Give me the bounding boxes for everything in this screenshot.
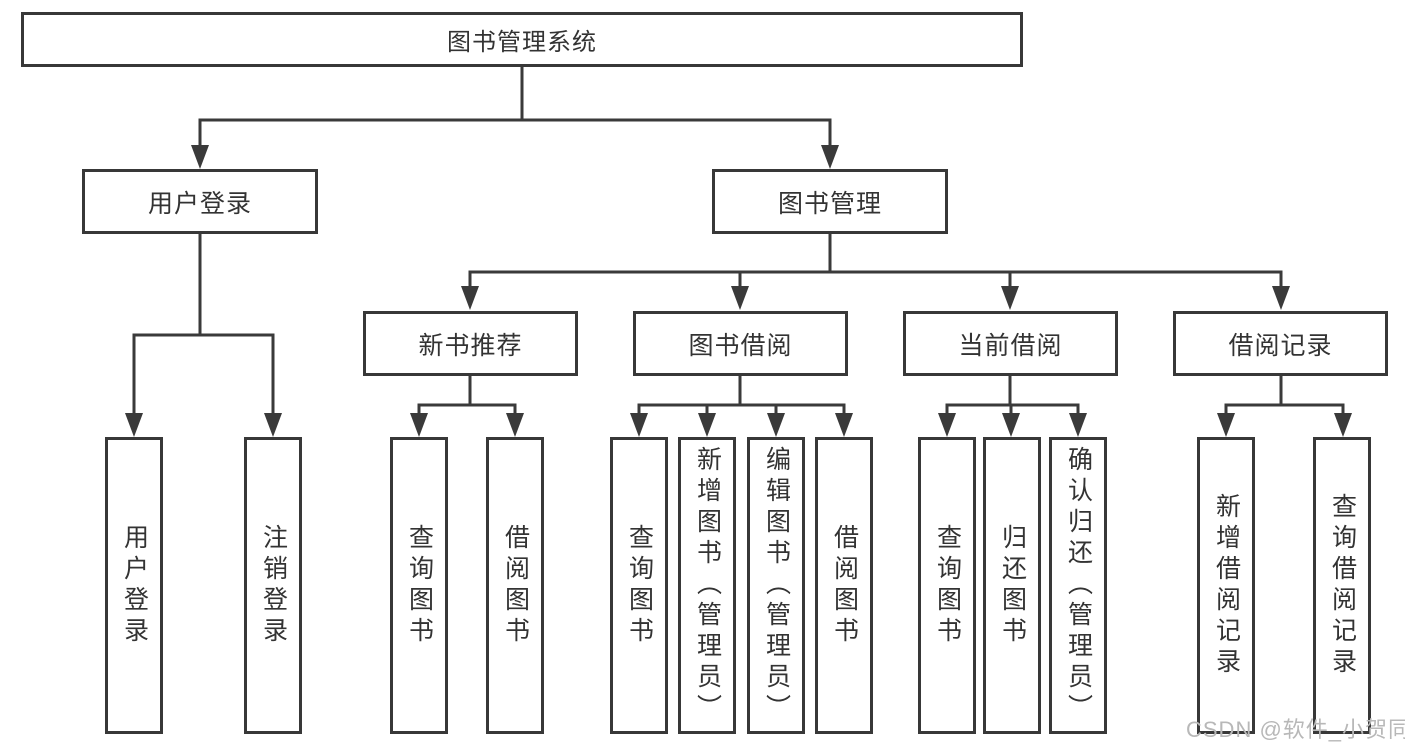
connector-root-to-level2 — [191, 65, 839, 169]
node-label: 借阅图书 — [501, 523, 530, 648]
arrowhead-borrowing-records — [1272, 286, 1290, 310]
node-label: 借阅图书 — [830, 523, 859, 648]
arrowhead-book-borrowing — [731, 286, 749, 310]
node-label: 新书推荐 — [418, 331, 523, 360]
node-label: 当前借阅 — [958, 331, 1063, 360]
node-borrow-books-recommend: 借阅图书 — [486, 437, 544, 734]
node-label: 查询图书 — [933, 523, 962, 648]
connector-path — [945, 374, 1080, 416]
node-add-book-admin: 新增图书（管理员） — [678, 437, 736, 734]
node-label: 查询借阅记录 — [1328, 492, 1357, 679]
node-confirm-return-admin: 确认归还（管理员） — [1049, 437, 1107, 734]
csdn-watermark: CSDN @软件_小贺同学 — [1186, 717, 1405, 742]
node-label: 查询图书 — [625, 523, 654, 648]
arrowhead-rec-borrow — [506, 413, 524, 437]
node-new-book-recommend: 新书推荐 — [363, 311, 578, 376]
node-current-borrowing: 当前借阅 — [903, 311, 1118, 376]
node-label: 用户登录 — [147, 189, 252, 218]
connector-login-to-leaves — [125, 232, 282, 437]
node-query-books-recommend: 查询图书 — [390, 437, 448, 734]
node-label: 归还图书 — [998, 523, 1027, 648]
node-query-books-current: 查询图书 — [918, 437, 976, 734]
node-book-management: 图书管理 — [712, 169, 948, 234]
node-user-login-leaf: 用户登录 — [105, 437, 163, 734]
node-borrow-books-borrowing: 借阅图书 — [815, 437, 873, 734]
connector-mgmt-to-level3 — [461, 232, 1290, 310]
node-edit-book-admin: 编辑图书（管理员） — [747, 437, 805, 734]
connector-recommend-to-leaves — [410, 374, 524, 437]
connector-records-to-leaves — [1217, 374, 1352, 437]
arrowhead-cur-return — [1002, 413, 1020, 437]
connector-path — [468, 232, 1283, 289]
node-book-borrowing: 图书借阅 — [633, 311, 848, 376]
node-logout-leaf: 注销登录 — [244, 437, 302, 734]
node-label: 新增图书（管理员） — [693, 446, 722, 725]
node-label: 注销登录 — [259, 523, 288, 648]
connector-borrowing-to-leaves — [630, 374, 853, 437]
node-label: 借阅记录 — [1228, 331, 1333, 360]
connector-path — [132, 232, 275, 416]
node-borrowing-records: 借阅记录 — [1173, 311, 1388, 376]
arrowhead-user-login-branch — [191, 145, 209, 169]
arrowhead-recd-add — [1217, 413, 1235, 437]
node-label: 新增借阅记录 — [1212, 492, 1241, 679]
arrowhead-new-book-recommend — [461, 286, 479, 310]
node-add-borrow-record: 新增借阅记录 — [1197, 437, 1255, 734]
connector-path — [637, 374, 846, 416]
node-label: 确认归还（管理员） — [1064, 446, 1093, 725]
node-label: 图书借阅 — [688, 331, 793, 360]
arrowhead-bor-add — [698, 413, 716, 437]
arrowhead-current-borrowing — [1001, 286, 1019, 310]
node-label: 图书管理系统 — [447, 29, 597, 56]
arrowhead-cur-query — [938, 413, 956, 437]
arrowhead-bor-borrow — [835, 413, 853, 437]
arrowhead-bor-edit — [767, 413, 785, 437]
node-library-management-system: 图书管理系统 — [21, 12, 1023, 67]
node-user-login-branch: 用户登录 — [82, 169, 318, 234]
node-query-books-borrowing: 查询图书 — [610, 437, 668, 734]
arrowhead-rec-query — [410, 413, 428, 437]
connector-current-to-leaves — [938, 374, 1087, 437]
arrowhead-bor-query — [630, 413, 648, 437]
connector-path — [417, 374, 517, 416]
node-label: 查询图书 — [405, 523, 434, 648]
arrowhead-logout-leaf — [264, 413, 282, 437]
node-label: 图书管理 — [777, 189, 882, 218]
arrowhead-recd-query — [1334, 413, 1352, 437]
connector-path — [198, 65, 832, 148]
node-return-book: 归还图书 — [983, 437, 1041, 734]
node-label: 用户登录 — [120, 523, 149, 648]
arrowhead-cur-confirm — [1069, 413, 1087, 437]
node-query-borrow-record: 查询借阅记录 — [1313, 437, 1371, 734]
arrowhead-user-login-leaf — [125, 413, 143, 437]
arrowhead-book-management — [821, 145, 839, 169]
connector-path — [1224, 374, 1345, 416]
node-label: 编辑图书（管理员） — [762, 446, 791, 725]
